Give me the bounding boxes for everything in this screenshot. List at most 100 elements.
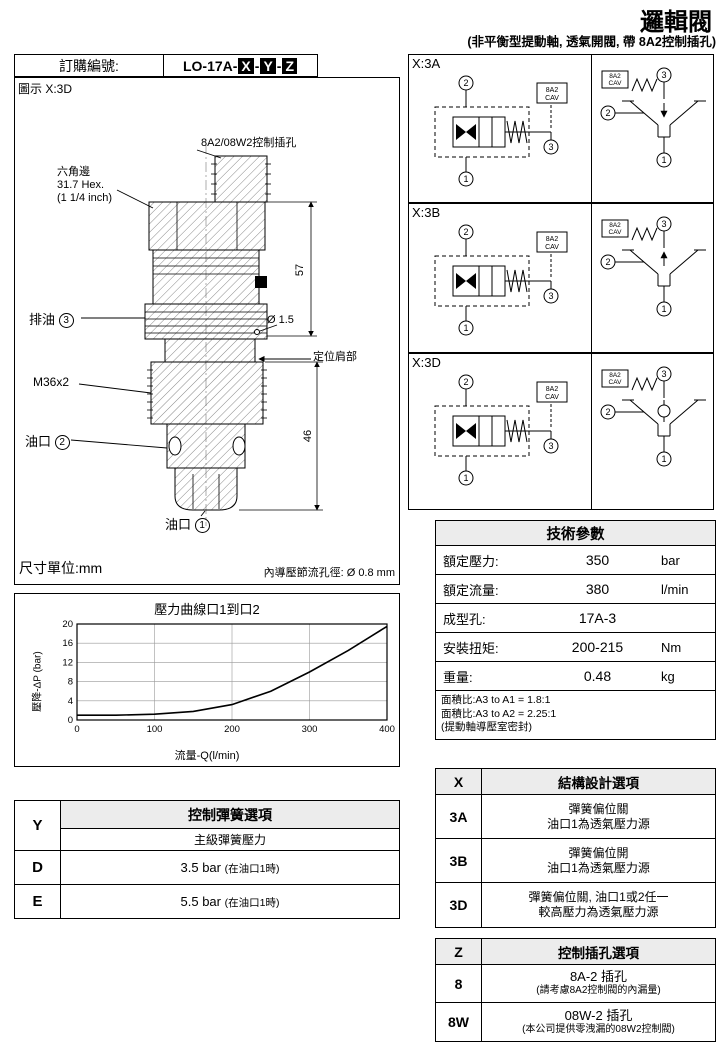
control-port-label: 8A2/08W2控制插孔 [201,137,297,149]
area-ratio-note-1: 面積比:A3 to A1 = 1.8:1 [441,694,551,706]
order-code: LO-17A-X-Y-Z [163,55,317,76]
schematic-box-3b: X:3B 2 1 3 8A2 CAV [408,203,714,353]
valve-section-drawing: 57 46 [70,144,323,526]
chart-y-axis-label: 壓降-ΔP (bar) [32,651,44,712]
svg-text:2: 2 [605,108,610,118]
svg-text:1: 1 [661,454,666,464]
schematic-box-3d: X:3D 2 1 3 8A2 CAV [408,353,714,510]
order-number-box: 訂購編號: LO-17A-X-Y-Z [14,54,318,77]
svg-text:3: 3 [548,142,553,152]
svg-text:12: 12 [62,657,73,668]
schematic-label: X:3D [412,355,441,370]
divider [591,354,592,509]
unit-label: 尺寸單位:mm [19,560,103,576]
dimension-lines [239,201,323,511]
svg-text:2: 2 [463,227,468,237]
order-code-z: Z [282,57,298,74]
dim-57: 57 [294,264,306,276]
order-label: 訂購編號: [59,57,119,74]
chart-x-axis-label: 流量-Q(l/min) [174,750,240,762]
svg-text:3: 3 [661,70,666,80]
valve-detail-lines [145,163,271,509]
pilot-orifice-note: 內導壓節流孔徑: Ø 0.8 mm [263,567,395,579]
valve-drawing-panel: 圖示 X:3D [14,77,400,585]
divider [591,55,592,202]
svg-text:8A2: 8A2 [609,222,621,229]
svg-text:4: 4 [68,696,73,707]
svg-text:8: 8 [68,677,73,688]
drain-text: 排油 [29,312,56,327]
page-subtitle: (非平衡型提動軸, 透氣開閥, 帶 8A2控制插孔) [467,35,716,49]
port2-cross-hole [232,436,246,456]
svg-text:3: 3 [661,369,666,379]
cavity-options-table: Z 控制插孔選項 8 8A-2 插孔 (請考慮8A2控制閥的內漏量) 8W 08… [435,938,716,1042]
schematic-box-3a: X:3A 2 1 3 8A2 CAV [408,54,714,203]
order-prefix: LO-17A- [182,57,238,74]
hex-label: 六角邊 31.7 Hex. (1 1/4 inch) [57,166,112,206]
svg-text:2: 2 [463,377,468,387]
thread-label: M36x2 [33,375,70,389]
svg-text:CAV: CAV [609,229,623,236]
spring-options-table: Y 控制彈簧選項 主級彈簧壓力 D 3.5 bar (在油口1時) E 5.5 … [14,800,400,919]
order-code-x: X [238,57,254,74]
svg-text:300: 300 [302,724,318,735]
order-sep: - [276,57,282,74]
schematic-label: X:3B [412,205,441,220]
tech-row-torque: 安裝扭矩: 200-215 Nm [436,633,715,662]
svg-text:8A2: 8A2 [546,236,559,243]
svg-text:1: 1 [463,174,468,184]
svg-text:1: 1 [463,323,468,333]
svg-text:3: 3 [548,291,553,301]
svg-text:200: 200 [224,724,240,735]
svg-text:1: 1 [463,473,468,483]
svg-text:1: 1 [661,304,666,314]
spring-option-d: D 3.5 bar (在油口1時) [14,850,400,885]
valve-body-shapes [144,155,268,511]
pressure-curve-panel: 壓力曲線口1到口2 壓降-ΔP (bar) 0 100 200 300 400 0 4 8 12… [14,593,400,767]
port1-label: 油口 1 [165,514,210,533]
order-sep: - [254,57,260,74]
svg-text:CAV: CAV [545,394,559,401]
design-option-3a: 3A 彈簧偏位關 油口1為透氣壓力源 [436,795,715,839]
svg-text:400: 400 [379,724,395,735]
cavity-option-8w: 8W 08W-2 插孔 (本公司提供零洩漏的08W2控制閥) [436,1003,715,1041]
svg-text:0: 0 [74,724,79,735]
port-1-badge: 1 [194,518,210,533]
shoulder-label: 定位肩部 [313,351,357,363]
tech-params-table: 技術參數 額定壓力: 350 bar 額定流量: 380 l/min 成型孔: … [435,520,716,740]
svg-text:CAV: CAV [545,95,559,102]
poppet-symbol: 3 2 1 8A2 CAV [600,366,706,467]
tech-row-cavity: 成型孔: 17A-3 [436,604,715,633]
spring-table-key: Y [14,800,61,851]
divider [591,204,592,352]
svg-text:2: 2 [605,257,610,267]
port-3-badge: 3 [58,313,74,328]
pilot-orifice [254,329,260,335]
page-title: 邏輯閥 [640,9,712,36]
port-2-badge: 2 [54,435,70,450]
tech-row-rated-pressure: 額定壓力: 350 bar [436,546,715,575]
hex-label-line3: (1 1/4 inch) [57,192,113,205]
spring-table-title: 控制彈簧選項 [60,800,400,829]
leader-lines [70,149,311,517]
spring-option-e: E 5.5 bar (在油口1時) [14,884,400,919]
hydraulic-symbol-schematic: 2 1 3 8A2 CAV [434,75,568,187]
drain-port-label: 排油 3 [29,309,74,328]
cavity-option-8: 8 8A-2 插孔 (請考慮8A2控制閥的內漏量) [436,965,715,1003]
hex-label-line2: 31.7 Hex. [57,179,105,192]
orifice-dia-label: Ø 1.5 [267,314,294,326]
chart-title: 壓力曲線口1到口2 [154,602,260,617]
svg-text:CAV: CAV [545,244,559,251]
tech-row-rated-flow: 額定流量: 380 l/min [436,575,715,604]
svg-text:20: 20 [62,619,73,630]
svg-text:0: 0 [68,715,73,726]
svg-text:2: 2 [463,78,468,88]
seal-ring [255,276,267,288]
svg-text:CAV: CAV [609,379,623,386]
port1-text: 油口 [165,517,192,532]
svg-text:100: 100 [147,724,163,735]
diagram-note: 圖示 X:3D [18,82,73,96]
design-option-3d: 3D 彈簧偏位關, 油口1或2任一 較高壓力為透氣壓力源 [436,883,715,927]
